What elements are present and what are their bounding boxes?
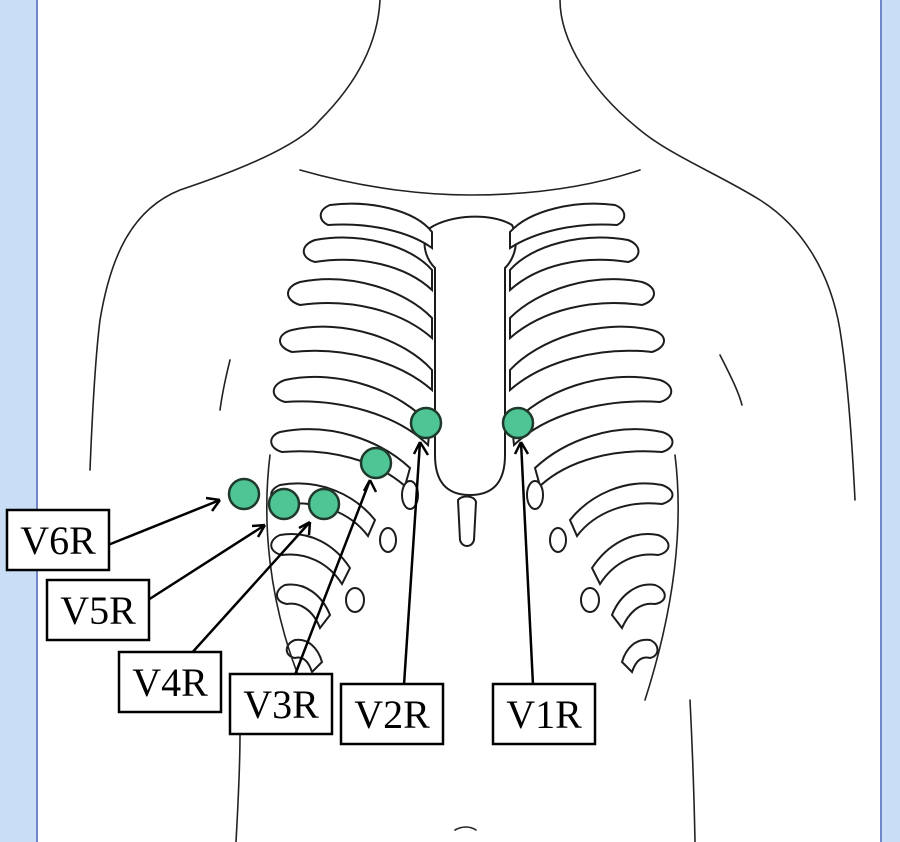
- label-v4r-text: V4R: [132, 660, 208, 705]
- label-v2r-text: V2R: [354, 692, 430, 737]
- arrow-v1r: [513, 441, 535, 686]
- electrode-v3r: [359, 446, 393, 480]
- electrode-v5r: [267, 487, 301, 521]
- sternum: [423, 215, 517, 547]
- label-v6r-text: V6R: [20, 518, 96, 563]
- label-v3r: V3R: [228, 672, 334, 736]
- electrode-v4r: [307, 487, 341, 521]
- arrow-v3r: [293, 479, 378, 676]
- arrow-v2r: [402, 441, 430, 686]
- label-v4r: V4R: [117, 650, 223, 714]
- label-v1r: V1R: [491, 682, 597, 746]
- label-v5r: V5R: [45, 578, 151, 642]
- electrodes: [227, 406, 535, 521]
- arrow-v5r: [147, 523, 267, 602]
- label-v3r-text: V3R: [243, 682, 319, 727]
- arrow-v4r: [189, 520, 312, 656]
- label-v6r: V6R: [5, 508, 111, 572]
- lead-labels: V6R V5R V4R V3R V2R V1R: [5, 508, 597, 746]
- electrode-v6r: [227, 477, 261, 511]
- electrode-v1r: [501, 406, 535, 440]
- arrow-v6r: [107, 496, 222, 547]
- label-v2r: V2R: [339, 682, 445, 746]
- label-v1r-text: V1R: [506, 692, 582, 737]
- lead-arrows: [107, 441, 535, 686]
- label-v5r-text: V5R: [60, 588, 136, 633]
- electrode-v2r: [409, 406, 443, 440]
- torso-outline: [89, 0, 856, 842]
